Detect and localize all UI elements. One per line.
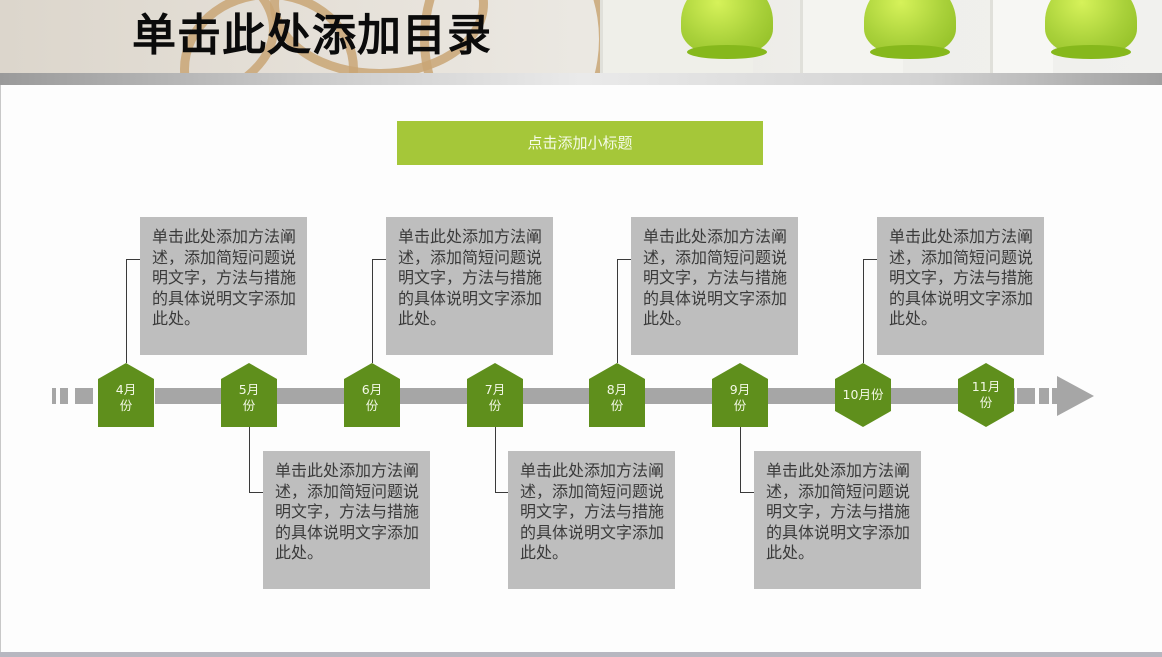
connector-line bbox=[617, 259, 618, 363]
subtitle-box[interactable]: 点击添加小标题 bbox=[397, 121, 763, 165]
description-box-bottom[interactable]: 单击此处添加方法阐述，添加简短问题说明文字，方法与措施的具体说明文字添加此处。 bbox=[508, 451, 675, 589]
month-label-line1: 9月 bbox=[729, 382, 751, 397]
green-lamp-icon bbox=[864, 0, 956, 59]
connector-line bbox=[495, 492, 508, 493]
description-box-bottom[interactable]: 单击此处添加方法阐述，添加简短问题说明文字，方法与措施的具体说明文字添加此处。 bbox=[263, 451, 430, 589]
arrow-head-icon bbox=[1057, 376, 1094, 416]
connector-line bbox=[372, 259, 373, 363]
connector-line bbox=[126, 259, 127, 363]
header-divider-bar bbox=[0, 73, 1162, 85]
month-label-line2: 份 bbox=[365, 398, 379, 413]
connector-line bbox=[863, 259, 877, 260]
connector-line bbox=[249, 492, 263, 493]
green-lamp-icon bbox=[1045, 0, 1137, 59]
month-label-line1: 7月 bbox=[484, 382, 506, 397]
axis-dash bbox=[75, 388, 93, 404]
axis-dash bbox=[52, 388, 56, 404]
description-box-top[interactable]: 单击此处添加方法阐述，添加简短问题说明文字，方法与措施的具体说明文字添加此处。 bbox=[877, 217, 1044, 355]
description-box-top[interactable]: 单击此处添加方法阐述，添加简短问题说明文字，方法与措施的具体说明文字添加此处。 bbox=[386, 217, 553, 355]
month-label-line2: 份 bbox=[242, 398, 256, 413]
connector-line bbox=[740, 492, 754, 493]
description-box-top[interactable]: 单击此处添加方法阐述，添加简短问题说明文字，方法与措施的具体说明文字添加此处。 bbox=[631, 217, 798, 355]
description-box-bottom[interactable]: 单击此处添加方法阐述，添加简短问题说明文字，方法与措施的具体说明文字添加此处。 bbox=[754, 451, 921, 589]
connector-line bbox=[863, 259, 864, 363]
description-box-top[interactable]: 单击此处添加方法阐述，添加简短问题说明文字，方法与措施的具体说明文字添加此处。 bbox=[140, 217, 307, 355]
axis-dash bbox=[60, 388, 68, 404]
month-label-line2: 份 bbox=[733, 398, 747, 413]
month-label-line1: 5月 bbox=[238, 382, 260, 397]
green-lamp-icon bbox=[681, 0, 773, 59]
header-banner-image: 单击此处添加目录 bbox=[0, 0, 1162, 73]
month-label-line1: 6月 bbox=[361, 382, 383, 397]
axis-dash bbox=[1039, 388, 1049, 404]
page-title[interactable]: 单击此处添加目录 bbox=[132, 10, 492, 61]
month-label-line1: 8月 bbox=[606, 382, 628, 397]
month-label-line1: 10月份 bbox=[842, 387, 884, 402]
axis-dash bbox=[1052, 388, 1058, 404]
month-label-line2: 份 bbox=[610, 398, 624, 413]
connector-line bbox=[740, 427, 741, 493]
month-label-line1: 4月 bbox=[115, 382, 137, 397]
connector-line bbox=[495, 427, 496, 493]
month-label-line2: 份 bbox=[979, 395, 993, 410]
month-label-line1: 11月 bbox=[971, 379, 1001, 394]
slide-content-area bbox=[0, 85, 1162, 652]
connector-line bbox=[617, 259, 631, 260]
month-label-line2: 份 bbox=[119, 398, 133, 413]
month-label-line2: 份 bbox=[488, 398, 502, 413]
bottom-edge bbox=[0, 652, 1162, 657]
connector-line bbox=[372, 259, 386, 260]
wall-panel bbox=[990, 0, 1053, 73]
axis-dash bbox=[1017, 388, 1035, 404]
connector-line bbox=[249, 427, 250, 493]
connector-line bbox=[126, 259, 140, 260]
